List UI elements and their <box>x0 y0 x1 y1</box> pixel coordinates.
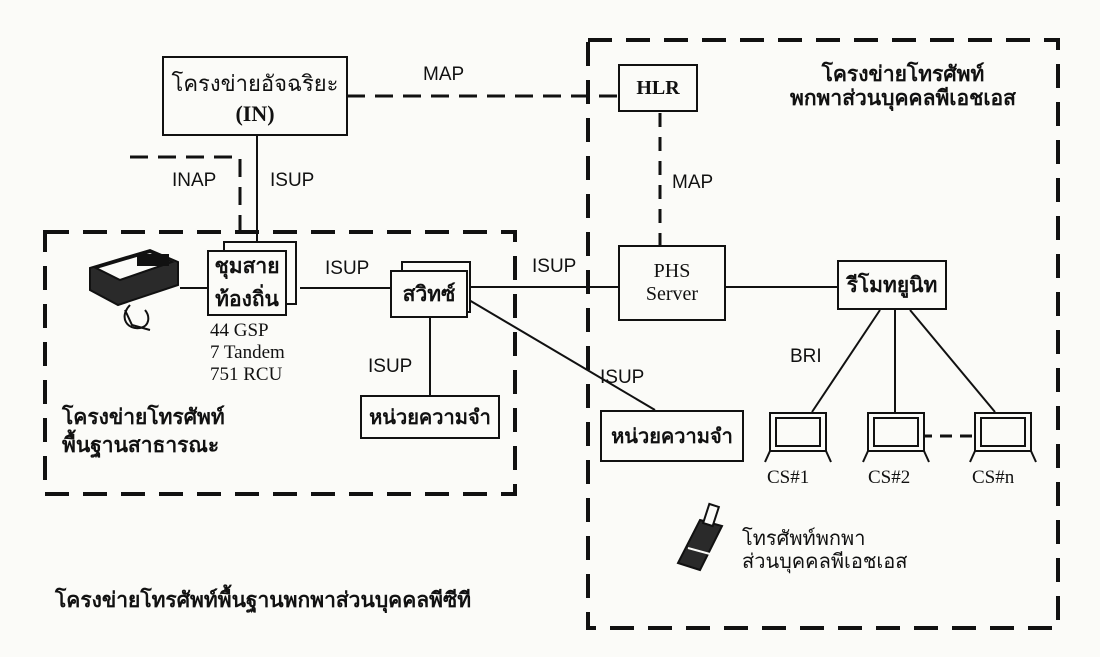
cs2-icon <box>863 413 929 462</box>
isup-label-switch-phs: ISUP <box>532 256 576 278</box>
exchange-info-line3: 751 RCU <box>210 364 285 386</box>
local-exchange-line1: ชุมสาย <box>214 250 279 283</box>
bottom-title: โครงข่ายโทรศัพท์พื้นฐานพกพาส่วนบุคคลพีซี… <box>55 588 471 612</box>
phs-region-title-line1: โครงข่ายโทรศัพท์ <box>790 62 1016 86</box>
handset-label-line2: ส่วนบุคคลพีเอชเอส <box>742 551 907 574</box>
mobile-handset-icon <box>678 504 722 570</box>
remote-unit-label: รีโมทยูนิท <box>847 269 938 302</box>
intelligent-network-box: โครงข่ายอัจฉริยะ (IN) <box>162 56 348 136</box>
local-exchange-box: ชุมสาย ท้องถิ่น <box>207 250 287 316</box>
isup-label-local-switch: ISUP <box>325 258 369 280</box>
cs1-label: CS#1 <box>767 467 809 489</box>
isup-label-phs-memory: ISUP <box>600 367 644 389</box>
csn-label: CS#n <box>972 467 1014 489</box>
hlr-label: HLR <box>636 77 679 100</box>
switch-box: สวิทซ์ <box>390 270 468 318</box>
memory-phs-label: หน่วยความจำ <box>611 420 733 452</box>
isup-label-in: ISUP <box>270 170 314 192</box>
pstn-region-title-line1: โครงข่ายโทรศัพท์ <box>62 405 225 429</box>
memory-fixed-label: หน่วยความจำ <box>369 401 491 433</box>
exchange-info-line2: 7 Tandem <box>210 342 285 364</box>
bri-link-cs1 <box>812 310 880 412</box>
telephone-icon <box>90 250 178 330</box>
handset-label: โทรศัพท์พกพา ส่วนบุคคลพีเอชเอส <box>742 528 907 574</box>
pstn-region-title: โครงข่ายโทรศัพท์ พื้นฐานสาธารณะ <box>62 405 225 457</box>
memory-box-phs: หน่วยความจำ <box>600 410 744 462</box>
pstn-region-title-line2: พื้นฐานสาธารณะ <box>62 433 225 457</box>
phs-server-box: PHS Server <box>618 245 726 321</box>
phs-region-title-line2: พกพาส่วนบุคคลพีเอชเอส <box>790 86 1016 110</box>
phs-server-line2: Server <box>646 283 698 306</box>
cs1-icon <box>765 413 831 462</box>
bri-label: BRI <box>790 346 822 368</box>
cs2-label: CS#2 <box>868 467 910 489</box>
isup-label-switch-memory: ISUP <box>368 356 412 378</box>
bri-link-csn <box>910 310 995 412</box>
map-label-vertical: MAP <box>672 172 713 194</box>
in-box-abbrev: (IN) <box>235 101 274 127</box>
in-box-title: โครงข่ายอัจฉริยะ <box>172 66 339 101</box>
map-label-top: MAP <box>423 64 464 86</box>
inap-label: INAP <box>172 170 216 192</box>
memory-box-fixed: หน่วยความจำ <box>360 395 500 439</box>
hlr-box: HLR <box>618 64 698 112</box>
exchange-info-line1: 44 GSP <box>210 320 285 342</box>
phs-server-line1: PHS <box>654 260 691 283</box>
csn-icon <box>970 413 1036 462</box>
exchange-info: 44 GSP 7 Tandem 751 RCU <box>210 320 285 386</box>
remote-unit-box: รีโมทยูนิท <box>837 260 947 310</box>
local-exchange-line2: ท้องถิ่น <box>215 283 279 316</box>
handset-label-line1: โทรศัพท์พกพา <box>742 528 907 551</box>
switch-label: สวิทซ์ <box>403 278 456 311</box>
phs-region-title: โครงข่ายโทรศัพท์ พกพาส่วนบุคคลพีเอชเอส <box>790 62 1016 110</box>
